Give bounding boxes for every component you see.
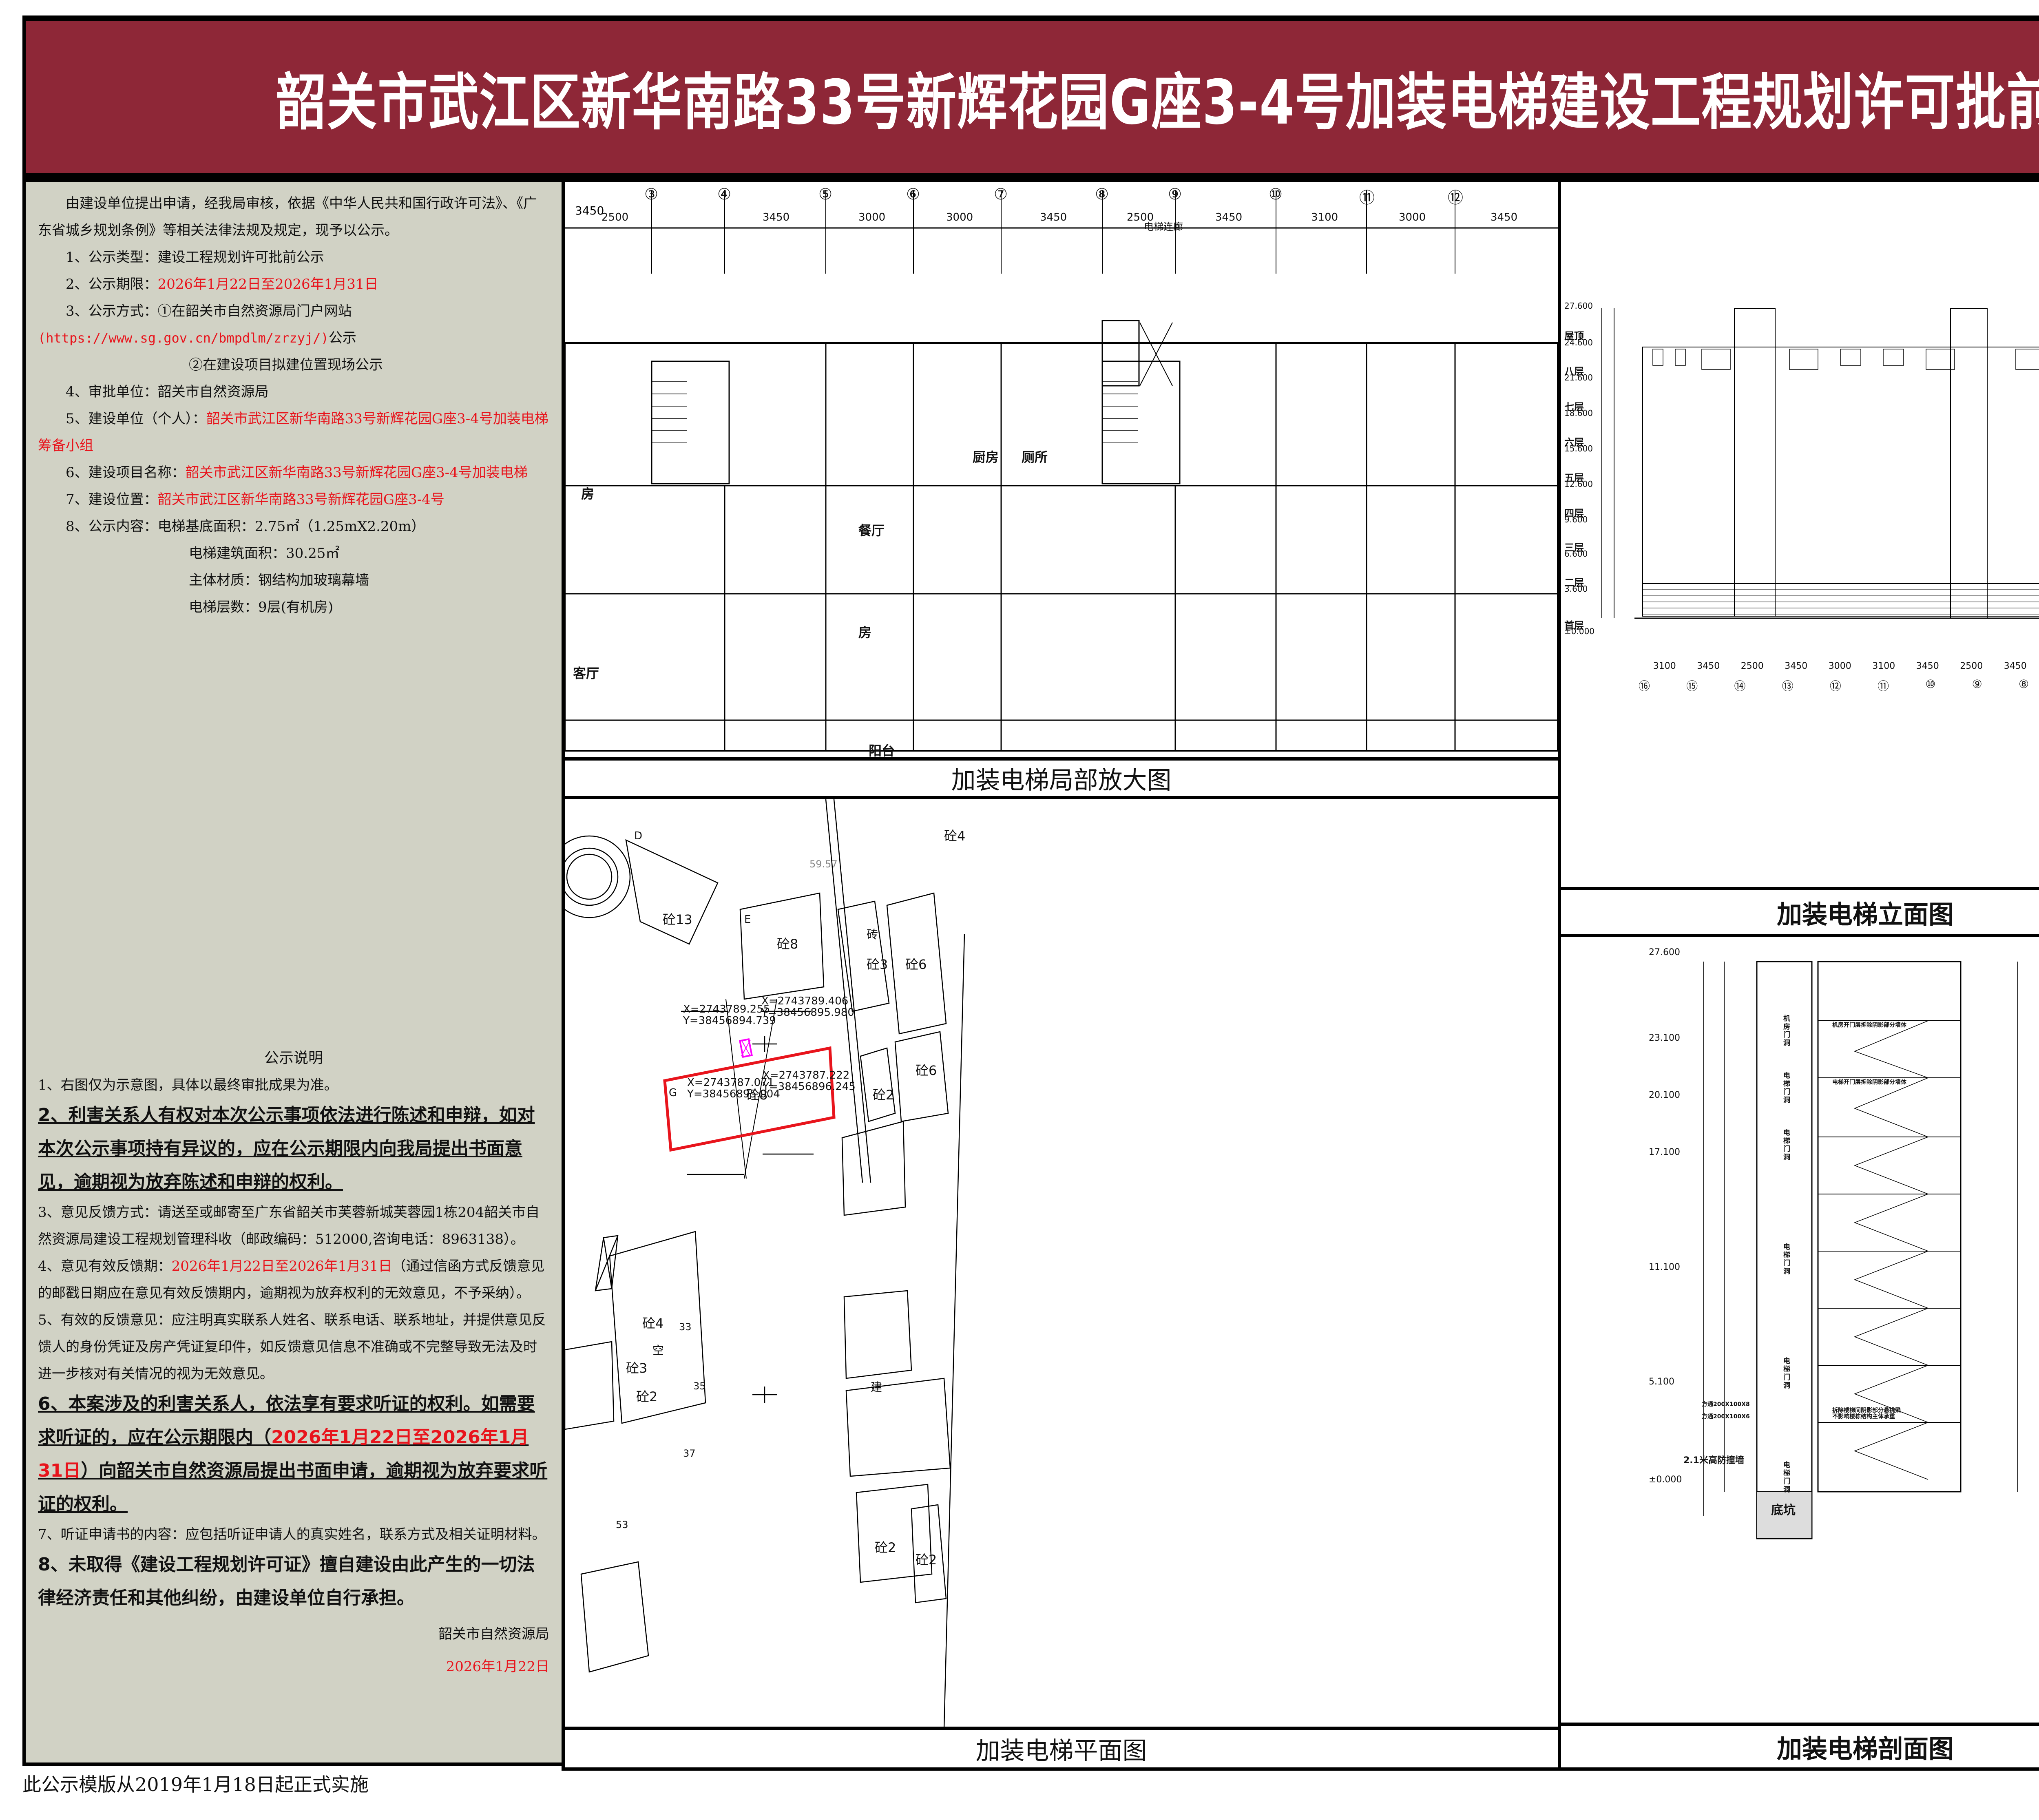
section-panel: 屋顶 24.600 八层 21.600 七层 18.600 六层 15.600 … [1558, 934, 2039, 1771]
item-builder: 5、建设单位（个人）：韶关市武江区新华南路33号新辉花园G座3-4号加装电梯筹备… [38, 411, 548, 454]
item-content-floors: 电梯层数：9层(有机房) [189, 599, 334, 615]
item-content-material: 主体材质：钢结构加玻璃幕墙 [189, 572, 369, 588]
site-plan-labels: X=2743789.255 Y=38456894.739 X=2743789.4… [616, 828, 966, 1568]
section-label: 加装电梯剖面图 [1561, 1723, 2039, 1767]
item-project-name: 6、建设项目名称：韶关市武江区新华南路33号新辉花园G座3-4号加装电梯 [66, 464, 528, 481]
proposed-elevator-marker [739, 1038, 753, 1058]
page-title: 韶关市武江区新华南路33号新辉花园G座3-4号加装电梯建设工程规划许可批前公示（… [276, 67, 2039, 138]
notice-2: 2、利害关系人有权对本次公示事项依法进行陈述和申辩，如对本次公示事项持有异议的，… [38, 1105, 535, 1192]
elevation-axes: ⑯ ⑮ ⑭ ⑬ ⑫ ⑪ ⑩ ⑨ ⑧ ⑦ ⑥ ⑤ [1639, 677, 2029, 693]
item-approver: 4、审批单位：韶关市自然资源局 [66, 384, 269, 400]
item-content-area: 电梯建筑面积：30.25㎡ [189, 545, 340, 562]
signature: 韶关市自然资源局 [438, 1626, 549, 1642]
elevation-label: 加装电梯立面图 [1561, 887, 2039, 934]
period-dates: 2026年1月22日至2026年1月31日 [157, 276, 378, 292]
elevation-panel: 27.600 屋顶 24.600 八层 21.600 七层 18.600 六层 … [1558, 179, 2039, 937]
floor-plan-label: 加装电梯局部放大图 [565, 757, 1558, 796]
elevation-drawing [1601, 308, 2039, 619]
item-content: 8、公示内容：电梯基底面积：2.75㎡（1.25mX2.20m） [66, 518, 425, 535]
svg-text:3450: 3450 [575, 204, 604, 217]
room-labels: 厨房 厕所 房 餐厅 房 客厅 阳台 电梯连廊 [573, 221, 1183, 759]
notice-7: 7、听证申请书的内容：应包括听证申请人的真实姓名，联系方式及相关证明材料。 [38, 1526, 546, 1543]
section-drawing [1703, 961, 2018, 1539]
site-plan-drawing [548, 799, 965, 1729]
site-plan-label: 加装电梯平面图 [565, 1727, 1558, 1767]
section-labels: 屋顶 24.600 八层 21.600 七层 18.600 六层 15.600 … [1649, 947, 1906, 1517]
item-location: 7、建设位置：韶关市武江区新华南路33号新辉花园G座3-4号 [66, 491, 445, 508]
item-method-2: ②在建设项目拟建位置现场公示 [189, 357, 383, 373]
notice-5: 5、有效的反馈意见：应注明真实联系人姓名、联系电话、联系地址，并提供意见反馈人的… [38, 1312, 546, 1382]
item-type: 1、公示类型：建设工程规划许可批前公示 [66, 249, 324, 265]
axis-dimensions: 2500 3450 3000 3000 3450 2500 3450 3100 … [602, 211, 1518, 223]
notice-6: 6、本案涉及的利害关系人，依法享有要求听证的权利。如需要求听证的，应在公示期限内… [38, 1393, 548, 1515]
site-plan-panel: X=2743789.255 Y=38456894.739 X=2743789.4… [548, 796, 1561, 1771]
floor-plan-panel: 3450 ③ ④ ⑤ ⑥ ⑦ ⑧ ⑨ ⑩ ⑪ ⑫ 2500 3450 3000 … [562, 179, 1561, 799]
item-period: 2、公示期限：2026年1月22日至2026年1月31日 [66, 276, 378, 292]
floor-plan-drawing: 3450 [564, 190, 1559, 752]
notice-3: 3、意见反馈方式：请送至或邮寄至广东省韶关市芙蓉新城芙蓉园1栋204韶关市自然资… [38, 1204, 540, 1247]
new-elevator-building-outline [663, 1046, 836, 1152]
intro-text: 由建设单位提出申请，经我局审核，依据《中华人民共和国行政许可法》、《广东省城乡规… [38, 195, 537, 239]
notice-8: 8、未取得《建设工程规划许可证》擅自建设由此产生的一切法律经济责任和其他纠纷，由… [38, 1554, 535, 1608]
website-link[interactable]: (https://www.sg.gov.cn/bmpdlm/zrzyj/) [38, 330, 329, 346]
notice-heading: 公示说明 [264, 1050, 323, 1066]
axis-bubbles: ③ ④ ⑤ ⑥ ⑦ ⑧ ⑨ ⑩ ⑪ ⑫ [644, 185, 1464, 207]
elevation-windows [1643, 382, 2039, 582]
template-note: 此公示模版从2019年1月18日起正式实施 [22, 1774, 369, 1796]
elevation-floor-labels: 27.600 屋顶 24.600 八层 21.600 七层 18.600 六层 … [1564, 301, 1595, 636]
title-bar: 韶关市武江区新华南路33号新辉花园G座3-4号加装电梯建设工程规划许可批前公示（… [22, 15, 2039, 179]
notice-1: 1、右图仅为示意图，具体以最终审批成果为准。 [38, 1077, 338, 1093]
signature-date: 2026年1月22日 [446, 1659, 549, 1675]
item-method: 3、公示方式：①在韶关市自然资源局门户网站(https://www.sg.gov… [38, 303, 356, 346]
notice-text-panel: 由建设单位提出申请，经我局审核，依据《中华人民共和国行政许可法》、《广东省城乡规… [22, 179, 565, 1766]
notice-4: 4、意见有效反馈期：2026年1月22日至2026年1月31日（通过信函方式反馈… [38, 1258, 545, 1301]
elevation-dimensions: 3100 3450 2500 3450 3000 3100 3450 2500 … [1653, 661, 2027, 671]
